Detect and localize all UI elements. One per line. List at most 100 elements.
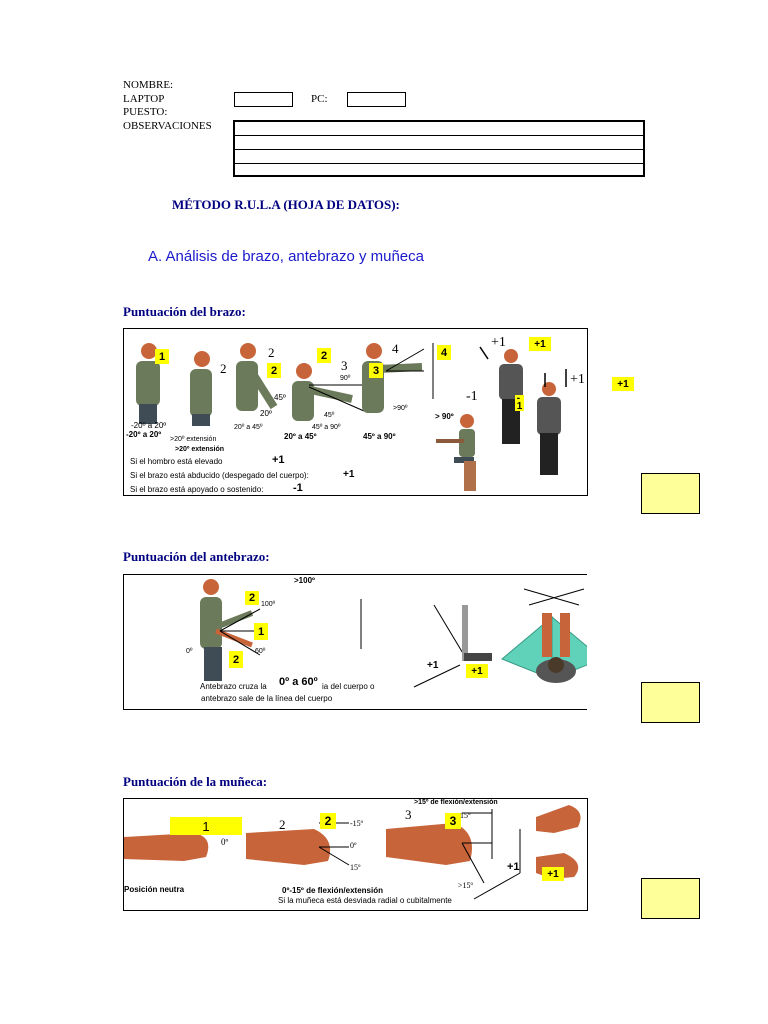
observaciones-row[interactable] [235,122,643,136]
figure-posture-3 [236,343,278,411]
angle-label: >90º [393,405,408,412]
forearm-out-text: antebrazo sale de la línea del cuerpo [201,694,333,703]
angle-label: 15º [460,811,471,820]
score-label-2: 2 [317,348,331,363]
wrist-deviation-text: Si la muñeca está desviada radial o cubi… [278,896,452,905]
score-label-1: 1 [155,349,169,364]
rule-abducted-value: +1 [343,469,355,480]
score-label-2: 2 [267,363,281,378]
score-label-4: 4 [392,341,399,356]
angle-label: -15º [350,819,364,828]
score-label-2: 2 [245,591,259,605]
forearm-range: 0º a 60º [279,676,318,688]
angle-label: > 90º [435,412,454,421]
brazo-figure: 1 2 2 2 2 3 3 4 4 +1 +1 +1 -1 - 1 -20º a… [123,328,588,496]
observaciones-row[interactable] [235,164,643,177]
figure-abducted [537,369,567,475]
observaciones-table[interactable] [233,120,645,177]
muneca-score-cell[interactable] [641,878,700,919]
antebrazo-figure: >100º 2 100º 1 0º 2 60º Antebrazo cruza … [123,574,587,710]
pc-label: PC: [311,93,328,105]
rule-abducted: Si el brazo está abducido (despegado del… [130,471,309,480]
rule-supported: Si el brazo está apoyado o sostenido: [130,485,264,494]
minus1-label: -1 [466,389,478,404]
pc-field[interactable] [347,92,406,107]
angle-label: 0º [221,837,229,847]
laptop-label: LAPTOP [123,93,165,105]
angle-label: -20º a 20º [126,430,162,439]
wrist-top-text: >15º de flexión/extensión [414,799,498,806]
plus1-label: +1 [491,335,506,350]
antebrazo-heading: Puntuación del antebrazo: [123,549,270,564]
plus1-box: +1 [542,867,564,881]
angle-label: 60º [255,648,266,655]
angle-label: 20º [260,409,272,418]
nombre-label: NOMBRE: [123,79,174,91]
plus1-label: +1 [570,372,585,387]
figure-posture-1 [136,343,160,424]
antebrazo-score-cell[interactable] [641,682,700,723]
neutral-label: Posición neutra [124,885,185,894]
angle-label: 0º [350,841,357,850]
minus1-box: - 1 [515,393,524,412]
score-label-3: 3 [341,358,348,373]
forearm-cross-text: ia del cuerpo o [322,682,375,691]
angle-label: 0º [186,648,193,655]
score-label-2: 2 [268,345,275,360]
score-label-2: 2 [229,651,243,668]
score-label-3: 3 [445,813,461,829]
observaciones-row[interactable] [235,136,643,150]
observaciones-row[interactable] [235,150,643,164]
figure-top-view [536,613,576,683]
rule-elevated: Si el hombro está elevado [130,457,223,466]
puesto-label: PUESTO: [123,106,168,118]
muneca-figure: >15º de flexión/extensión 1 2 2 3 3 0º -… [123,798,588,911]
angle-label: 100º [261,601,276,608]
plus1-box: +1 [612,377,634,391]
angle-label: >15º [458,881,473,890]
figure-forearm [200,579,261,681]
hand-flex-2 [246,822,350,866]
score-label-1: 1 [254,623,268,640]
observaciones-label: OBSERVACIONES [123,120,212,132]
laptop-field[interactable] [234,92,293,107]
angle-label: 20º a 45º [284,432,317,441]
forearm-cross-text: Antebrazo cruza la [200,682,267,691]
angle-label: 45º a 90º [363,432,396,441]
hand-deviation-top [536,805,581,833]
page-title: MÉTODO R.U.L.A (HOJA DE DATOS): [172,197,400,212]
score-label-3: 3 [405,807,412,822]
figure-posture-2 [190,351,212,426]
angle-label: 45º [274,393,286,402]
score-label-2: 2 [279,817,286,832]
angle-label: >20º extensión [170,436,217,443]
angle-label: 20º a 45º [234,424,263,431]
figure-seated [436,414,476,491]
rule-supported-value: -1 [293,482,303,494]
brazo-heading: Puntuación del brazo: [123,304,246,319]
hand-neutral [124,833,209,861]
figure-forearm-cross [462,605,492,661]
section-a-heading: A. Análisis de brazo, antebrazo y muñeca [148,248,424,265]
score-label-3: 3 [369,363,383,378]
score-label-1: 1 [170,817,242,835]
muneca-heading: Puntuación de la muñeca: [123,774,268,789]
angle-label: 15º [350,863,361,872]
plus1-box: +1 [529,337,551,351]
angle-label: >100º [294,576,315,585]
score-label-2: 2 [220,361,227,376]
score-label-4: 4 [437,345,451,360]
plus1-label: +1 [507,861,520,873]
plus1-box: +1 [466,664,488,678]
plus1-label: +1 [427,660,439,671]
brazo-score-cell[interactable] [641,473,700,514]
hand-flex-3 [386,812,492,884]
wrist-range-label: 0º-15º de flexión/extensión [282,886,383,895]
antebrazo-illustration [200,579,587,688]
rule-elevated-value: +1 [272,454,285,466]
angle-label: 90º [340,375,351,382]
angle-label: 45º a 90º [312,424,341,431]
angle-label: -20º a 20º [131,421,167,430]
angle-label: >20º extensión [175,446,225,453]
angle-label: 45º [324,412,335,419]
